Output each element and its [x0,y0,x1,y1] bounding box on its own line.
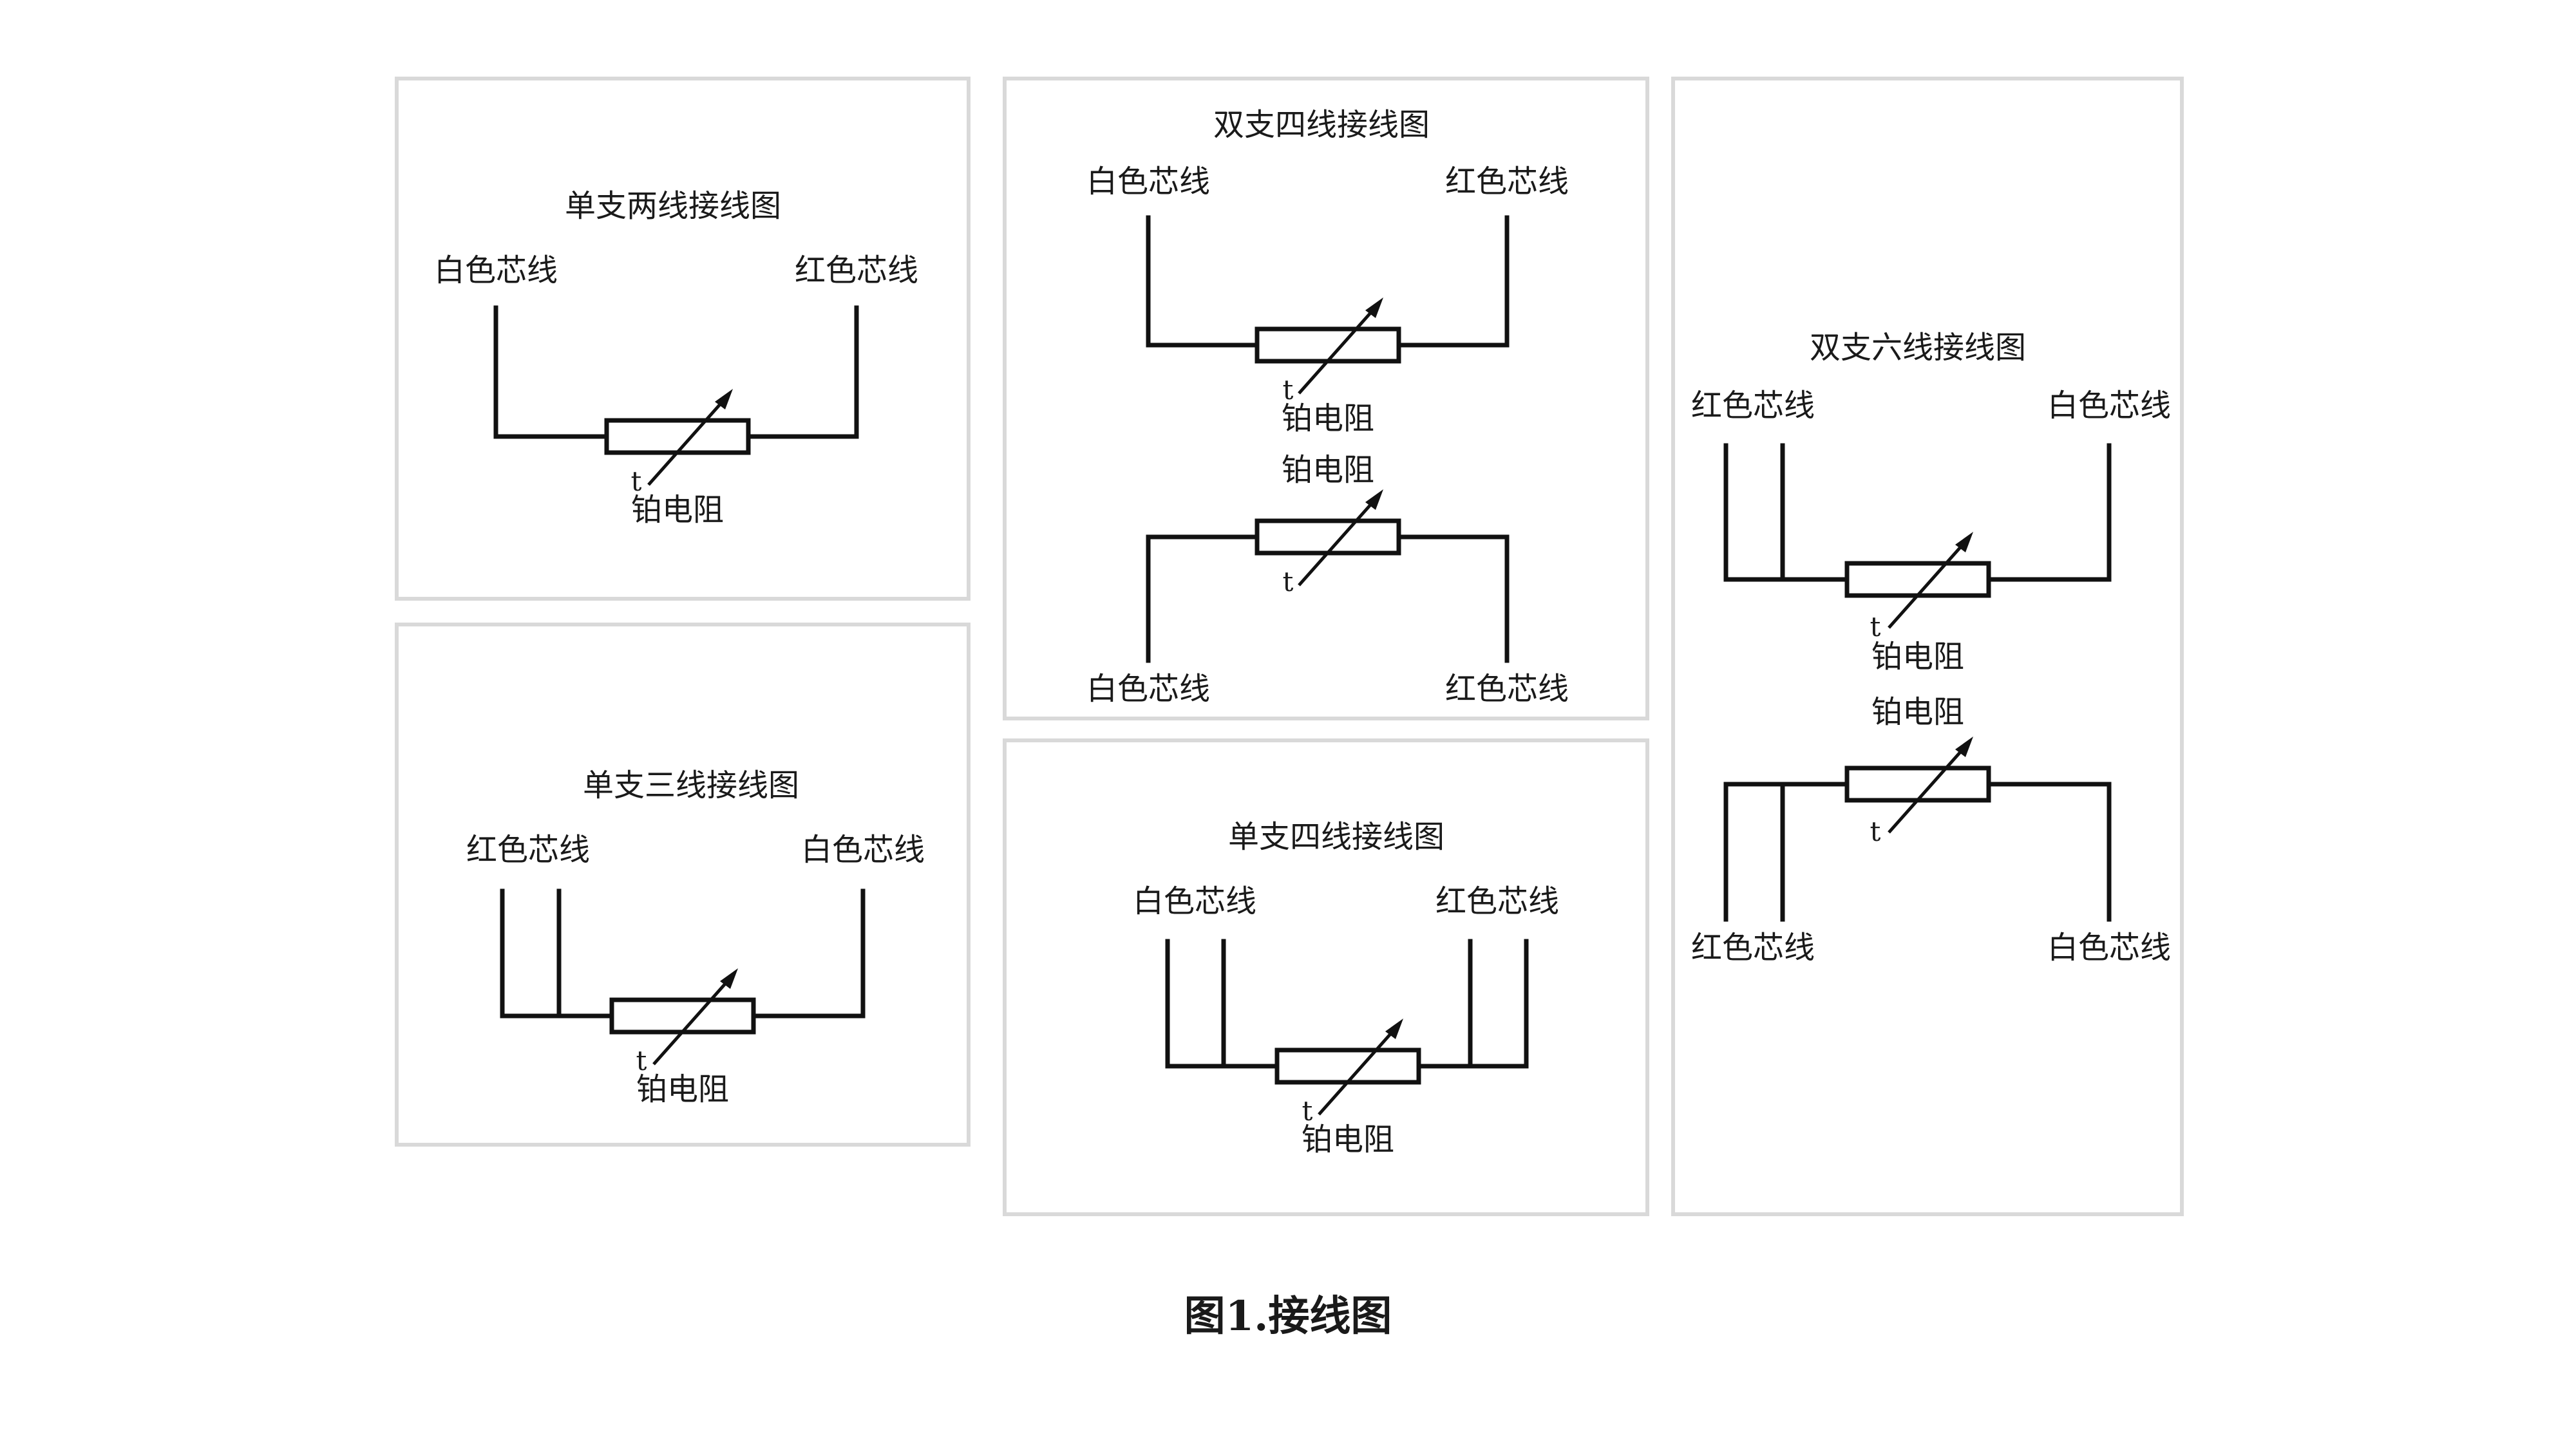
wire-label-red: 红色芯线 [1691,930,1815,966]
wire-label-white: 白色芯线 [2047,388,2171,424]
circuit-wire [493,305,859,439]
resistor-label: 铂电阻 [1302,1122,1394,1158]
panel-title: 单支四线接线图 [1228,819,1444,855]
panel-double-four-wire: 双支四线接线图 白色芯线 红色芯线 t 铂电阻 铂电阻 t 白色芯线 红色芯线 [1003,77,1649,720]
wire-label-white: 白色芯线 [801,832,925,868]
circuit-wire-lower [1146,534,1510,663]
wire-label-red: 红色芯线 [1691,388,1815,424]
resistor-label: 铂电阻 [1282,452,1374,488]
resistor-label: 铂电阻 [1282,400,1374,437]
wire-label-red: 红色芯线 [1435,883,1559,919]
panel-double-six-wire: 双支六线接线图 红色芯线 白色芯线 t 铂电阻 铂电阻 t 红色芯线 白色芯线 [1671,77,2184,1216]
panel-single-three-wire: 单支三线接线图 红色芯线 白色芯线 t 铂电阻 [395,623,971,1147]
circuit-wire-lower [1723,782,2112,922]
wire-label-white: 白色芯线 [2047,930,2171,966]
wire-label-white: 白色芯线 [1133,883,1256,919]
wire-label-white: 白色芯线 [434,252,558,288]
resistor-label: 铂电阻 [631,492,724,528]
circuit-wire-upper [1146,215,1510,348]
circuit-wire-upper [1723,443,2112,582]
wire-label-white: 白色芯线 [1086,671,1210,707]
circuit-wire [500,888,866,1019]
wire-label-red: 红色芯线 [795,252,918,288]
wire-label-red: 红色芯线 [466,832,590,868]
wire-label-white: 白色芯线 [1086,164,1210,200]
circuit-wire [1165,939,1529,1069]
panel-single-four-wire: 单支四线接线图 白色芯线 红色芯线 t 铂电阻 [1003,738,1649,1216]
resistor-label: 铂电阻 [636,1071,729,1107]
resistor-label: 铂电阻 [1871,639,1964,675]
temperature-symbol: t [1870,816,1881,847]
wire-label-red: 红色芯线 [1445,164,1569,200]
panel-single-two-wire: 单支两线接线图 白色芯线 红色芯线 t 铂电阻 [395,77,971,601]
temperature-symbol: t [1283,566,1294,597]
temperature-symbol: t [631,465,642,497]
panel-title: 单支两线接线图 [565,188,781,224]
figure-caption: 图1.接线图 [1184,1292,1392,1340]
panel-title: 双支四线接线图 [1213,107,1430,143]
temperature-symbol: t [1302,1095,1313,1127]
panel-title: 单支三线接线图 [583,767,799,803]
temperature-symbol: t [1283,374,1294,406]
wire-label-red: 红色芯线 [1445,671,1569,707]
temperature-symbol: t [1870,611,1881,643]
panel-title: 双支六线接线图 [1810,330,2026,366]
resistor-label: 铂电阻 [1871,694,1964,730]
temperature-symbol: t [636,1045,647,1076]
